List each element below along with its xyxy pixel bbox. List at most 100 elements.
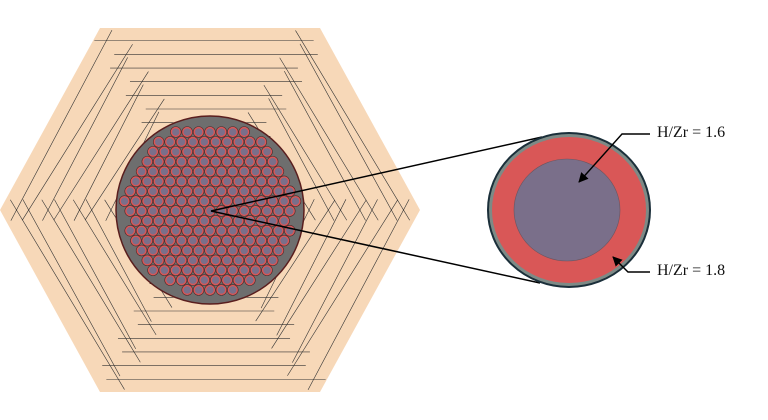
fuel-pin [153,254,165,267]
fuel-pin [221,254,233,267]
fuel-pin [210,215,222,227]
fuel-pin [158,264,171,276]
fuel-pin [227,264,239,276]
fuel-pin [278,215,290,227]
fuel-pin [244,254,256,267]
fuel-pin [135,225,148,237]
fuel-pin [153,136,165,148]
fuel-pin [198,195,211,207]
fuel-pin [261,244,273,257]
fuel-pin [181,146,193,158]
fuel-pin [227,165,239,178]
layer-line [263,84,348,221]
fuel-pin [181,264,193,276]
fuel-pin [215,146,228,158]
fuel-pin [141,155,154,168]
fuel-pin [267,175,279,188]
layer-line [10,30,113,221]
fuel-pin [187,254,199,267]
fuel-pin [210,175,222,188]
fuel-pin [135,205,148,217]
fuel-pin [181,126,193,138]
fuel-pin [215,185,228,197]
fuel-pin [153,234,165,247]
fuel-pin [130,195,142,207]
fuel-pin [147,264,159,276]
fuel-pin [261,225,273,237]
layer-line [292,199,378,363]
fuel-pin [221,234,233,247]
fuel-pin [238,225,250,237]
fuel-pin [227,146,239,158]
fuel-pin [198,254,211,267]
fuel-pin [204,165,216,178]
fuel-pin [192,244,205,257]
fuel-pin [147,165,159,178]
fuel-pin [141,195,154,207]
layer-line [268,98,335,221]
label-inner-h-zr: H/Zr = 1.6 [657,124,726,141]
fuel-pin [147,205,159,217]
fuel-pin [278,175,290,188]
layer-line [299,43,398,221]
fuel-pin [175,215,188,227]
fuel-pin [135,165,148,178]
fuel-pin [198,175,211,188]
fuel-pin [232,136,245,148]
fuel-pin [192,126,205,138]
fuel-pin [232,254,245,267]
fuel-pin [204,244,216,257]
fuel-pin [130,234,142,247]
fuel-pin [192,225,205,237]
fuel-pin [272,185,285,197]
fuel-pin [278,195,290,207]
fuel-pin [141,175,154,188]
fuel-pin [175,274,188,286]
fuel-pin [204,126,216,138]
fuel-pin [210,195,222,207]
fuel-pin [210,136,222,148]
fuel-pin [135,185,148,197]
fuel-pin [175,136,188,148]
fuel-pin [198,274,211,286]
layer-line [255,199,336,322]
fuel-pin [147,146,159,158]
fuel-pin [204,264,216,276]
leader-arrow-inner [578,133,650,183]
fuel-pin [181,165,193,178]
fuel-pin [124,185,136,197]
fuel-pin-array [118,126,302,296]
layer-line [72,199,157,336]
fuel-pin [198,215,211,227]
fuel-pin [147,225,159,237]
fuel-pin [227,284,239,296]
fuel-pin [181,225,193,237]
fuel-pin [147,185,159,197]
fuel-pin [221,175,233,188]
fuel-pin [158,244,171,257]
fuel-pin [164,136,176,148]
fuel-pin [187,215,199,227]
fuel-pin [215,264,228,276]
fuel-pin [227,205,239,217]
fuel-pin [215,126,228,138]
fuel-pin [249,146,262,158]
fuel-pin [170,165,182,178]
layer-line [10,199,125,390]
fuel-pin [227,185,239,197]
fuel-pin [153,175,165,188]
fuel-pin [289,195,302,207]
fuel-pin [221,274,233,286]
fuel-pin [175,234,188,247]
fuel-pin [210,234,222,247]
fuel-pin [135,244,148,257]
fuel-pin [255,175,267,188]
fuel-pin [255,234,267,247]
fuel-pin [267,234,279,247]
fuel-pin [141,234,154,247]
fuel-pin [158,205,171,217]
zoom-line-bottom [210,210,541,284]
fuel-pin [249,244,262,257]
label-outer-h-zr: H/Zr = 1.8 [657,262,726,279]
